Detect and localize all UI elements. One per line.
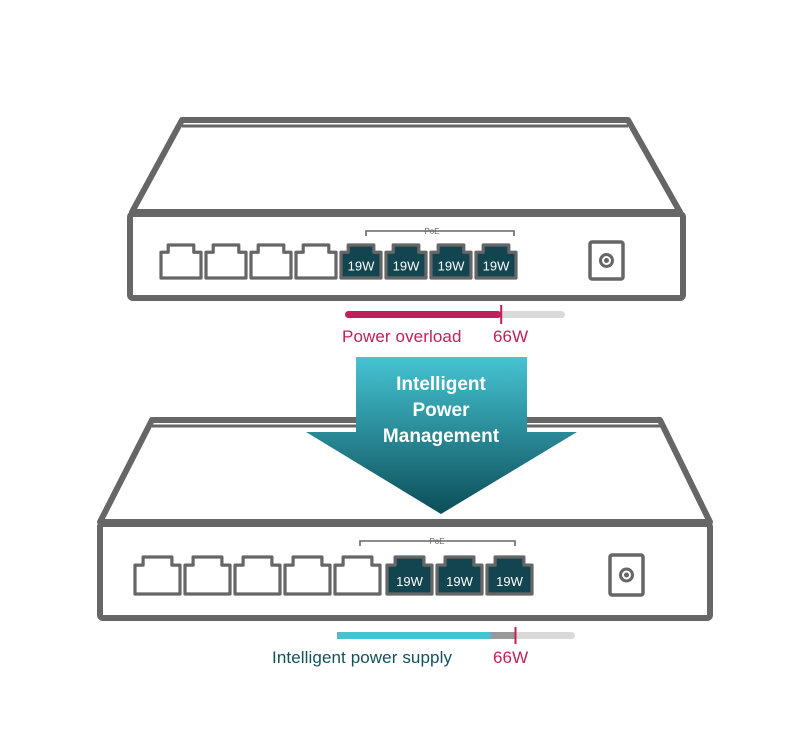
arrow-title-line: Management <box>382 426 500 447</box>
bottom-poe-ports: 19W 19W 19W <box>385 555 534 596</box>
arrow-title-line: Power <box>412 400 470 421</box>
poe-port: 19W <box>429 243 473 280</box>
poe-port: 19W <box>385 555 434 596</box>
poe-port-wattage: 19W <box>438 259 465 274</box>
top-poe-ports: 19W 19W 19W 19W <box>339 243 518 280</box>
bottom-poe-bracket <box>359 540 516 546</box>
poe-port-wattage: 19W <box>396 574 423 589</box>
poe-port-body <box>385 555 434 596</box>
poe-port-wattage: 19W <box>483 259 510 274</box>
bottom-status-label: Intelligent power supply <box>272 648 453 667</box>
poe-port: 19W <box>474 243 518 280</box>
arrow-title: Intelligent Power Management <box>356 372 526 450</box>
ethernet-port <box>249 243 293 280</box>
ethernet-port <box>294 243 338 280</box>
poe-port-body <box>435 555 484 596</box>
top-limit-label: 66W <box>493 327 529 346</box>
power-jack <box>588 240 625 281</box>
top-switch-lid <box>129 117 683 215</box>
poe-port-wattage: 19W <box>348 259 375 274</box>
management-arrow <box>306 357 577 514</box>
top-power-fill <box>345 311 502 318</box>
top-poe-bracket <box>365 230 515 236</box>
bottom-power-fill <box>337 632 492 639</box>
poe-port-wattage: 19W <box>446 574 473 589</box>
ethernet-port <box>183 555 232 596</box>
top-switch: 19W 19W 19W 19W <box>127 117 686 301</box>
ethernet-port <box>133 555 182 596</box>
bottom-plain-ports <box>133 555 382 596</box>
poe-port-body <box>474 243 518 280</box>
bottom-poe-label: PoE <box>429 537 444 546</box>
ethernet-port <box>159 243 203 280</box>
poe-port-wattage: 19W <box>496 574 523 589</box>
poe-port: 19W <box>435 555 484 596</box>
top-power-bar <box>345 305 565 324</box>
poe-port: 19W <box>339 243 383 280</box>
ethernet-port <box>283 555 332 596</box>
poe-port: 19W <box>384 243 428 280</box>
top-limit-marker <box>500 305 503 324</box>
poe-port-body <box>339 243 383 280</box>
bottom-limit-marker <box>514 627 517 644</box>
bottom-limit-label: 66W <box>493 648 529 667</box>
power-jack <box>608 553 645 597</box>
ethernet-port <box>204 243 248 280</box>
bottom-power-bar <box>337 627 575 644</box>
poe-port-body <box>485 555 534 596</box>
arrow-title-line: Intelligent <box>396 374 486 395</box>
ethernet-port <box>333 555 382 596</box>
ethernet-port <box>233 555 282 596</box>
poe-port-body <box>429 243 473 280</box>
top-poe-label: PoE <box>424 227 439 236</box>
poe-port: 19W <box>485 555 534 596</box>
top-plain-ports <box>159 243 338 280</box>
top-status-label: Power overload <box>342 327 462 346</box>
poe-port-wattage: 19W <box>393 259 420 274</box>
poe-port-body <box>384 243 428 280</box>
